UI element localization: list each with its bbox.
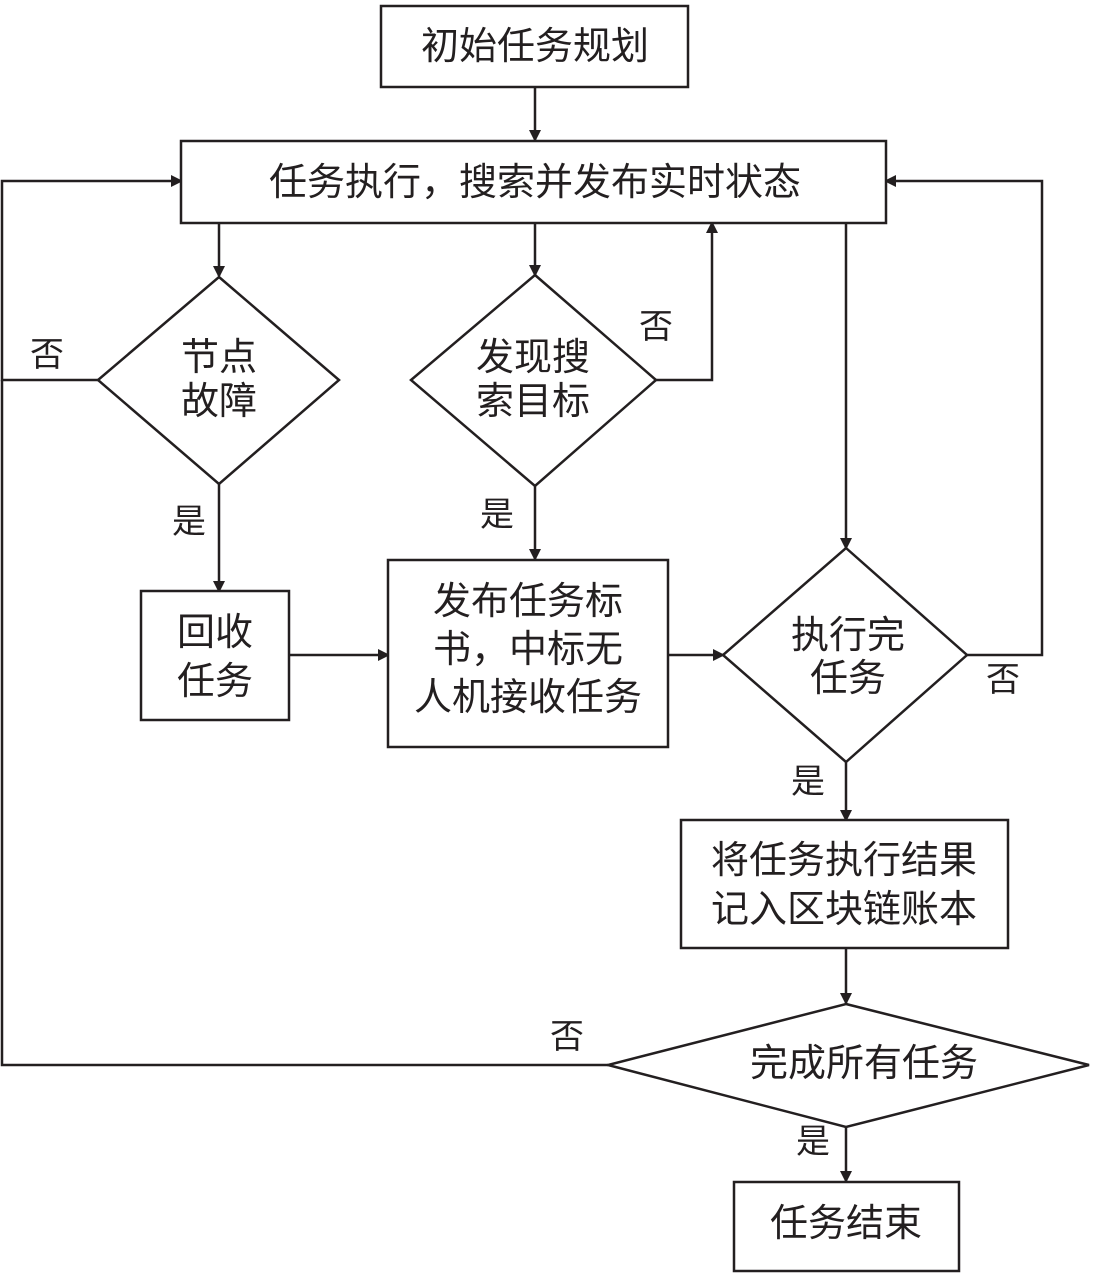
node-label: 书，中标无 bbox=[433, 627, 623, 671]
node-label: 任务 bbox=[810, 656, 886, 700]
process-box bbox=[139, 589, 291, 722]
process-box bbox=[179, 139, 888, 225]
node-node-failure: 节点 故障 bbox=[96, 275, 341, 486]
label-no-node-failure: 否 bbox=[30, 335, 64, 375]
node-label: 任务 bbox=[177, 659, 253, 703]
node-label: 将任务执行结果 bbox=[711, 838, 977, 882]
arrow-task-done-no-loop bbox=[884, 175, 1044, 657]
decision-diamond bbox=[96, 275, 341, 486]
node-label: 人机接收任务 bbox=[414, 675, 642, 719]
label-yes-target-found: 是 bbox=[480, 495, 514, 535]
arrow-target-found-no bbox=[656, 221, 718, 382]
label-no-target-found: 否 bbox=[639, 307, 673, 347]
node-label: 记入区块链账本 bbox=[711, 887, 977, 931]
node-label: 回收 bbox=[177, 610, 253, 654]
node-task-end: 任务结束 bbox=[732, 1180, 961, 1273]
label-no-task-done: 否 bbox=[986, 660, 1020, 700]
node-label: 初始任务规划 bbox=[421, 24, 649, 68]
node-label: 节点 bbox=[181, 335, 257, 379]
arrow-node-failure-no-loop bbox=[0, 175, 183, 382]
node-label: 索目标 bbox=[476, 379, 590, 423]
node-label: 发现搜 bbox=[476, 335, 590, 379]
node-initial-planning: 初始任务规划 bbox=[379, 4, 690, 89]
node-label: 发布任务标 bbox=[433, 579, 623, 623]
decision-diamond bbox=[721, 546, 969, 764]
node-label: 执行完 bbox=[791, 613, 905, 657]
node-all-done: 完成所有任务 bbox=[603, 1002, 1090, 1129]
label-yes-all-done: 是 bbox=[796, 1122, 830, 1162]
edge-labels: 否 否 是 是 否 是 否 是 bbox=[30, 307, 1020, 1162]
node-label: 任务结束 bbox=[770, 1201, 922, 1245]
process-box bbox=[679, 818, 1010, 950]
connectors bbox=[0, 87, 1044, 1183]
node-record-ledger: 将任务执行结果 记入区块链账本 bbox=[679, 818, 1010, 950]
label-yes-node-failure: 是 bbox=[172, 502, 206, 542]
line-all-done-no-loop bbox=[0, 380, 608, 1067]
node-execute-search: 任务执行，搜索并发布实时状态 bbox=[179, 139, 888, 225]
decision-diamond bbox=[409, 273, 658, 488]
node-label: 故障 bbox=[181, 379, 257, 423]
process-box bbox=[386, 558, 670, 749]
terminal-box bbox=[732, 1180, 961, 1273]
decision-diamond bbox=[603, 1002, 1090, 1129]
label-no-all-done: 否 bbox=[550, 1017, 584, 1057]
node-target-found: 发现搜 索目标 bbox=[409, 273, 658, 488]
node-recover-task: 回收 任务 bbox=[139, 589, 291, 722]
node-publish-tender: 发布任务标 书，中标无 人机接收任务 bbox=[386, 558, 670, 749]
process-box bbox=[379, 4, 690, 89]
label-yes-task-done: 是 bbox=[791, 762, 825, 802]
node-label: 完成所有任务 bbox=[750, 1041, 978, 1085]
node-label: 任务执行，搜索并发布实时状态 bbox=[269, 160, 801, 204]
node-task-done: 执行完 任务 bbox=[721, 546, 969, 764]
